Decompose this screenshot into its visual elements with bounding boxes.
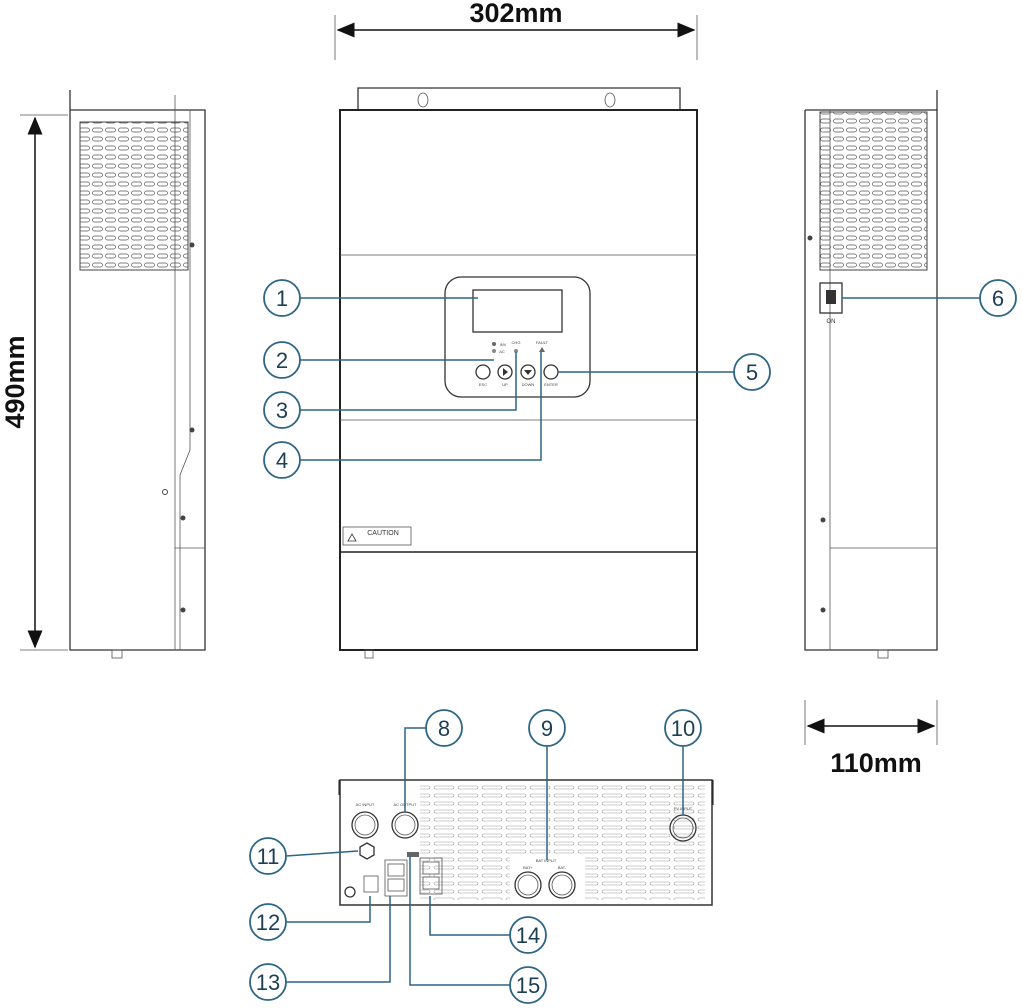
svg-text:11: 11 [257,844,280,869]
height-dimension: 490mm [0,114,68,651]
callout-2: 2 [263,341,301,379]
right-side-view: ON [804,90,938,659]
svg-text:AC: AC [499,349,505,354]
callout-4: 4 [263,441,301,479]
callout-6: 6 [979,279,1017,317]
svg-text:4: 4 [276,448,288,473]
width-dimension: 302mm [334,0,698,60]
battery-negative-port: BAT- [548,865,576,899]
width-label: 302mm [469,0,562,28]
svg-text:AC INPUT: AC INPUT [356,802,375,807]
svg-text:9: 9 [541,716,553,741]
callout-15: 15 [509,966,547,1004]
height-label: 490mm [0,335,30,428]
callout-12: 12 [249,903,287,941]
svg-text:ENTER: ENTER [544,382,558,387]
svg-text:3: 3 [276,398,288,423]
depth-label: 110mm [830,748,922,778]
power-switch[interactable]: ON [819,282,843,325]
svg-text:10: 10 [671,716,695,741]
up-button[interactable]: UP [497,364,513,387]
battery-positive-port: BAT+ [514,865,542,899]
dip-switch [363,875,379,893]
svg-text:6: 6 [992,286,1004,311]
callout-13: 13 [249,963,287,1001]
callout-10: 10 [664,709,702,747]
svg-text:14: 14 [516,923,540,948]
svg-text:INV: INV [500,342,507,347]
svg-text:DOWN: DOWN [522,382,535,387]
svg-text:BAT-: BAT- [558,865,567,870]
svg-text:13: 13 [256,970,280,995]
rj45-ports-left [384,859,408,897]
depth-dimension: 110mm [804,700,938,778]
svg-text:12: 12 [256,910,280,935]
caution-label: CAUTION [342,526,412,546]
svg-text:UP: UP [502,382,508,387]
callout-14: 14 [509,916,547,954]
callout-3: 3 [263,391,301,429]
svg-text:CHG: CHG [512,340,521,345]
left-side-view [69,90,206,659]
callout-9: 9 [528,709,566,747]
svg-text:FAULT: FAULT [536,340,549,345]
svg-text:ESC: ESC [479,382,487,387]
callout-5: 5 [733,353,771,391]
bottom-view: AC INPUT AC OUTPUT PV INPUT BAT INPUT BA… [338,779,714,906]
svg-text:BAT+: BAT+ [523,865,533,870]
ground-screw [344,886,356,898]
svg-text:ON: ON [827,319,836,325]
ac-input-port: AC INPUT [351,802,379,839]
svg-text:BAT INPUT: BAT INPUT [536,858,557,863]
esc-button[interactable]: ESC [475,364,491,387]
cable-gland [359,842,375,860]
svg-text:8: 8 [438,716,450,741]
leader-lines [285,297,980,986]
rj45-ports-right [419,857,443,895]
callout-8: 8 [425,709,463,747]
svg-text:2: 2 [276,348,288,373]
callout-1: 1 [263,279,301,317]
svg-text:CAUTION: CAUTION [367,530,399,537]
svg-text:5: 5 [746,360,758,385]
status-leds: INV AC CHG FAULT [492,340,549,354]
callout-11: 11 [249,837,287,875]
lcd-screen [472,289,563,333]
control-panel [444,276,591,398]
svg-text:15: 15 [516,973,540,998]
svg-text:1: 1 [276,286,288,311]
front-view: INV AC CHG FAULT ESC UP DOWN ENTER CAUTI… [339,87,698,659]
down-button[interactable]: DOWN [520,364,536,387]
